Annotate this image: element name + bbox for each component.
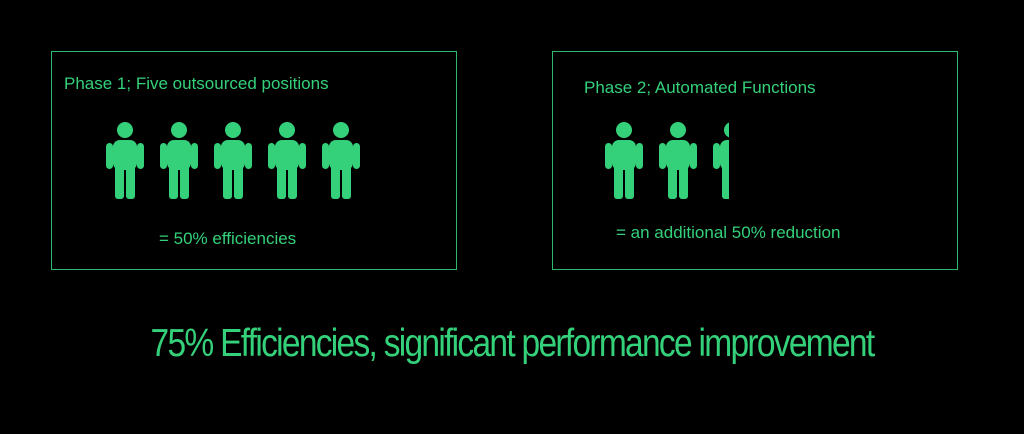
person-icon (659, 121, 697, 199)
phase-1-panel: Phase 1; Five outsourced positions = 50%… (51, 51, 457, 270)
phase-2-panel: Phase 2; Automated Functions = an additi… (552, 51, 958, 270)
phase-1-people (106, 121, 360, 199)
phase-2-result: = an additional 50% reduction (616, 223, 841, 242)
phase-1-title: Phase 1; Five outsourced positions (64, 74, 329, 93)
person-icon (160, 121, 198, 199)
person-icon (214, 121, 252, 199)
half-person-icon (713, 121, 729, 199)
person-icon (322, 121, 360, 199)
phase-2-people (605, 121, 729, 199)
person-icon (106, 121, 144, 199)
summary-headline: 75% Efficiencies, significant performanc… (150, 322, 876, 365)
phase-2-title: Phase 2; Automated Functions (584, 78, 816, 97)
person-icon (605, 121, 643, 199)
phase-1-result: = 50% efficiencies (159, 229, 297, 248)
person-icon (268, 121, 306, 199)
